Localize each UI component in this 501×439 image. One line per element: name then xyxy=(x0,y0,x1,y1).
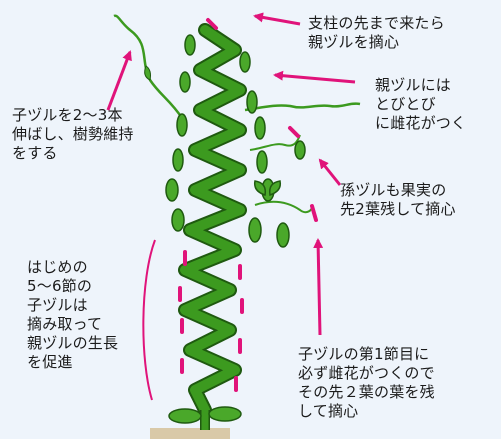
child-vine-right xyxy=(244,102,361,112)
pinch-marks xyxy=(178,18,318,392)
cotyledon-right xyxy=(208,406,242,422)
cotyledon-left xyxy=(168,408,202,424)
leaves xyxy=(165,34,306,248)
soil xyxy=(150,428,230,439)
label-left-upper: 子ヅルを2〜3本 伸ばし、樹勢維持 をする xyxy=(12,106,134,162)
arrow-left-upper xyxy=(106,50,132,111)
label-right-upper: 親ヅルには とびとび に雌花がつく xyxy=(375,76,467,132)
arrow-right-upper xyxy=(273,70,356,84)
grandchild-vine xyxy=(249,134,301,151)
label-top-right: 支柱の先まで来たら 親ヅルを摘心 xyxy=(308,14,445,51)
child-vine-left xyxy=(113,14,184,119)
arrow-top xyxy=(253,12,301,26)
label-right-middle: 孫ヅルも果実の 先2葉残して摘心 xyxy=(340,181,456,218)
bracket-arc xyxy=(142,239,156,401)
label-left-lower: はじめの 5〜6節の 子ヅルは 摘み取って 親ヅルの生長 を促進 xyxy=(27,258,119,371)
arrow-right-middle xyxy=(318,158,342,186)
arrow-bottom-right xyxy=(313,238,324,336)
label-bottom-right: 子ヅルの第1節目に 必ず雌花がつくので その先２葉の葉を残 して摘心 xyxy=(298,345,435,420)
